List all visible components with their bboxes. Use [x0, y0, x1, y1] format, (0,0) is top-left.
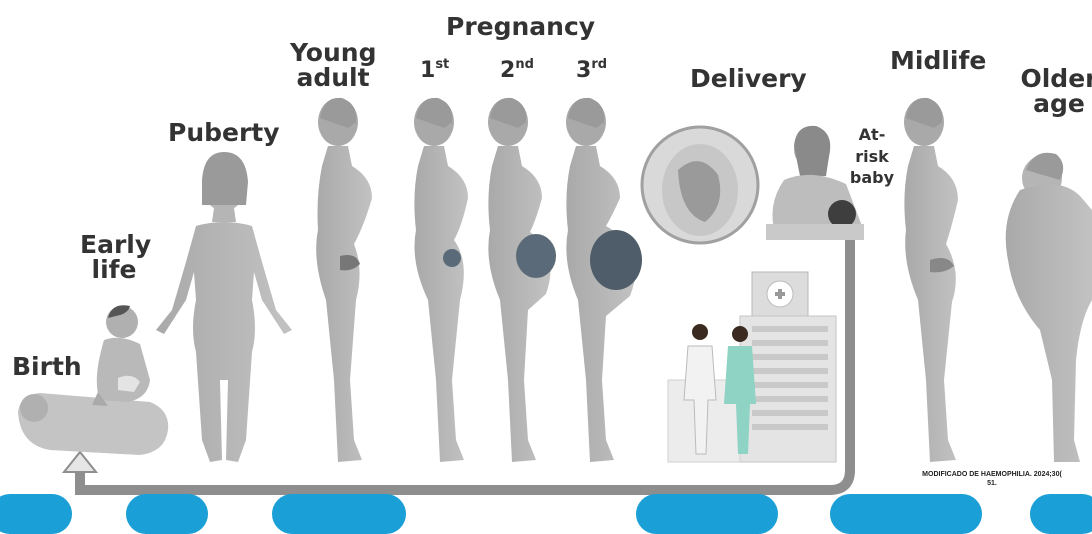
- life-course-illustration: [0, 0, 1092, 506]
- label-at-risk-baby: At- risk baby: [842, 124, 902, 189]
- label-young-adult-line1: Young: [290, 40, 376, 65]
- birth-figure: [18, 393, 168, 455]
- bottom-bubble-2: [126, 494, 208, 534]
- trimester-2-suffix: nd: [515, 57, 534, 72]
- citation: MODIFICADO DE HAEMOPHILIA. 2024;30( 51.: [892, 470, 1092, 488]
- bottom-bubble-5: [830, 494, 982, 534]
- label-at-risk-line2: risk: [842, 146, 902, 168]
- puberty-figure: [156, 152, 292, 462]
- label-older-age: Older age: [1014, 66, 1092, 116]
- citation-line2: 51.: [892, 479, 1092, 488]
- pregnancy-1st-figure: [414, 98, 468, 462]
- trimester-1-suffix: st: [435, 57, 449, 72]
- label-early-life-line2: life: [80, 257, 148, 282]
- bottom-bubble-1: [0, 494, 72, 534]
- label-delivery: Delivery: [690, 66, 807, 91]
- hospital-building: [668, 272, 836, 462]
- young-adult-figure: [316, 98, 372, 462]
- label-older-age-line2: age: [1014, 91, 1092, 116]
- midlife-figure: [904, 98, 958, 462]
- label-birth: Birth: [12, 354, 82, 379]
- trimester-1-number: 1: [420, 58, 435, 83]
- bottom-bubble-3: [272, 494, 406, 534]
- label-early-life: Early life: [80, 232, 148, 282]
- label-young-adult-line2: adult: [290, 65, 376, 90]
- label-at-risk-line3: baby: [842, 167, 902, 189]
- trimester-2-number: 2: [500, 58, 515, 83]
- pregnancy-2nd-figure: [488, 98, 556, 462]
- label-trimester-3: 3rd: [576, 60, 607, 82]
- citation-line1: MODIFICADO DE HAEMOPHILIA. 2024;30(: [892, 470, 1092, 479]
- label-young-adult: Young adult: [290, 40, 376, 90]
- trimester-3-suffix: rd: [591, 57, 607, 72]
- label-at-risk-line1: At-: [842, 124, 902, 146]
- label-older-age-line1: Older: [1014, 66, 1092, 91]
- bottom-bubble-6: [1030, 494, 1092, 534]
- delivery-uterus: [642, 127, 758, 243]
- label-pregnancy: Pregnancy: [446, 14, 595, 39]
- early-life-figure: [92, 305, 150, 406]
- label-puberty: Puberty: [168, 120, 280, 145]
- trimester-3-number: 3: [576, 58, 591, 83]
- label-midlife: Midlife: [890, 48, 986, 73]
- label-early-life-line1: Early: [80, 232, 148, 257]
- bottom-bubble-4: [636, 494, 778, 534]
- label-trimester-2: 2nd: [500, 60, 534, 82]
- pregnancy-3rd-figure: [566, 98, 642, 462]
- label-trimester-1: 1st: [420, 60, 449, 82]
- older-age-figure: [1006, 153, 1092, 462]
